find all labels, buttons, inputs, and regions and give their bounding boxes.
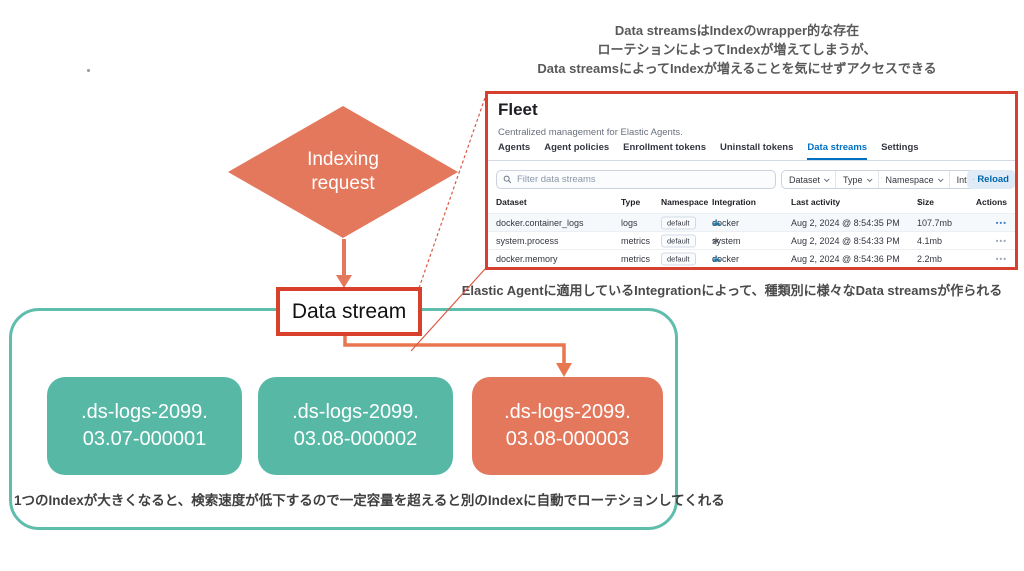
filter-type-dropdown[interactable]: Type: [835, 171, 878, 188]
actions-ellipsis-icon[interactable]: •••: [995, 254, 1007, 263]
filter-namespace-label: Namespace: [885, 174, 934, 185]
callout-leader-line-dotted: [418, 94, 487, 289]
sort-desc-icon: ↓: [917, 197, 922, 207]
cell-integration: docker: [712, 254, 739, 264]
data-stream-label: Data stream: [291, 299, 407, 323]
cell-dataset: docker.container_logs: [496, 217, 584, 228]
table-row[interactable]: system.process metrics default system Au…: [488, 231, 1015, 249]
index-node-000002: .ds-logs-2099. 03.08-000002: [258, 377, 453, 475]
reload-button[interactable]: Reload: [967, 170, 1015, 189]
index-3-line1: .ds-logs-2099.: [504, 401, 631, 423]
cell-dataset: system.process: [496, 235, 559, 246]
index-node-000003: .ds-logs-2099. 03.08-000003: [472, 377, 663, 475]
cell-integration: system: [712, 236, 741, 246]
filter-dataset-dropdown[interactable]: Dataset: [782, 171, 835, 188]
filter-dataset-label: Dataset: [789, 174, 821, 185]
tab-uninstall-tokens[interactable]: Uninstall tokens: [720, 142, 794, 153]
cell-type: logs: [621, 217, 638, 228]
system-icon: [712, 237, 720, 244]
indexing-request-line2: request: [311, 173, 375, 194]
annotation-bottom: 1つのIndexが大きくなると、検索速度が低下するので一定容量を超えると別のIn…: [14, 493, 725, 508]
header-integration: Integration: [712, 197, 756, 207]
index-3-line2: 03.08-000003: [505, 428, 630, 450]
table-header-row: Dataset Type Namespace Integration Last …: [488, 197, 1015, 212]
data-stream-node: Data stream: [276, 287, 422, 336]
cell-last-activity: Aug 2, 2024 @ 8:54:33 PM: [791, 235, 900, 246]
search-icon: [503, 175, 512, 184]
indexing-request-line1: Indexing: [307, 149, 379, 170]
annotation-top: Data streamsはIndexのwrapper的な存在 ローテションによっ…: [450, 21, 1024, 78]
header-type: Type: [621, 197, 641, 207]
fleet-tab-bar: Agents Agent policies Enrollment tokens …: [498, 142, 919, 160]
index-1-line2: 03.07-000001: [82, 428, 207, 450]
tab-agents[interactable]: Agents: [498, 142, 531, 153]
cell-type: metrics: [621, 235, 650, 246]
namespace-badge: default: [661, 216, 696, 229]
actions-ellipsis-icon[interactable]: •••: [995, 236, 1007, 245]
indexing-request-diamond: Indexing request: [228, 106, 458, 238]
index-node-000001: .ds-logs-2099. 03.07-000001: [47, 377, 242, 475]
cell-last-activity: Aug 2, 2024 @ 8:54:36 PM: [791, 253, 900, 264]
tab-agent-policies[interactable]: Agent policies: [544, 142, 610, 153]
cell-type: metrics: [621, 253, 650, 264]
namespace-badge: default: [661, 234, 696, 247]
indexing-request-label: Indexing request: [228, 106, 458, 238]
filter-data-streams-input[interactable]: Filter data streams: [496, 170, 776, 189]
header-actions: Actions: [975, 197, 1007, 207]
reload-icon: [973, 178, 975, 180]
tab-enrollment-tokens[interactable]: Enrollment tokens: [623, 142, 707, 153]
tab-data-streams[interactable]: Data streams: [807, 142, 868, 160]
cell-dataset: docker.memory: [496, 253, 558, 264]
annotation-top-line3: Data streamsによってIndexが増えることを気にせずアクセスできる: [537, 61, 937, 76]
header-namespace: Namespace: [661, 197, 709, 207]
header-size-label: Size: [917, 197, 935, 207]
table-row[interactable]: docker.container_logs logs default docke…: [488, 213, 1015, 231]
docker-icon: [712, 255, 721, 261]
actions-ellipsis-icon[interactable]: •••: [995, 218, 1007, 227]
tab-settings[interactable]: Settings: [881, 142, 919, 153]
index-1-line1: .ds-logs-2099.: [81, 401, 208, 423]
fleet-screenshot-panel: Fleet Centralized management for Elastic…: [485, 91, 1018, 270]
chevron-down-icon: [866, 175, 873, 182]
search-placeholder: Filter data streams: [517, 174, 596, 185]
chevron-down-icon: [823, 175, 830, 182]
fleet-subtitle: Centralized management for Elastic Agent…: [498, 127, 683, 138]
cell-last-activity: Aug 2, 2024 @ 8:54:35 PM: [791, 217, 900, 228]
namespace-badge: default: [661, 252, 696, 265]
cell-size: 107.7mb: [917, 217, 953, 228]
chevron-down-icon: [937, 175, 944, 182]
filter-type-label: Type: [843, 174, 863, 185]
index-2-line2: 03.08-000002: [293, 428, 418, 450]
integration-name: system: [712, 235, 741, 246]
cell-integration: docker: [712, 218, 739, 228]
annotation-middle: Elastic Agentに適用しているIntegrationによって、種類別に…: [461, 283, 1003, 298]
fleet-page-title: Fleet: [498, 100, 538, 119]
cell-size: 4.1mb: [917, 235, 943, 246]
docker-icon: [712, 219, 721, 225]
table-row[interactable]: docker.memory metrics default docker Aug…: [488, 249, 1015, 267]
index-2-line1: .ds-logs-2099.: [292, 401, 419, 423]
stray-dot: [87, 69, 90, 72]
cell-size: 2.2mb: [917, 253, 943, 264]
header-dataset: Dataset: [496, 197, 527, 207]
annotation-top-line2: ローテションによってIndexが増えてしまうが、: [597, 42, 877, 57]
annotation-top-line1: Data streamsはIndexのwrapper的な存在: [614, 23, 860, 38]
reload-label: Reload: [977, 174, 1009, 185]
filter-namespace-dropdown[interactable]: Namespace: [877, 171, 949, 188]
integration-name: docker: [712, 217, 740, 228]
tab-bar-divider: [488, 160, 1015, 161]
header-last-activity: Last activity: [791, 197, 841, 207]
integration-name: docker: [712, 253, 740, 264]
